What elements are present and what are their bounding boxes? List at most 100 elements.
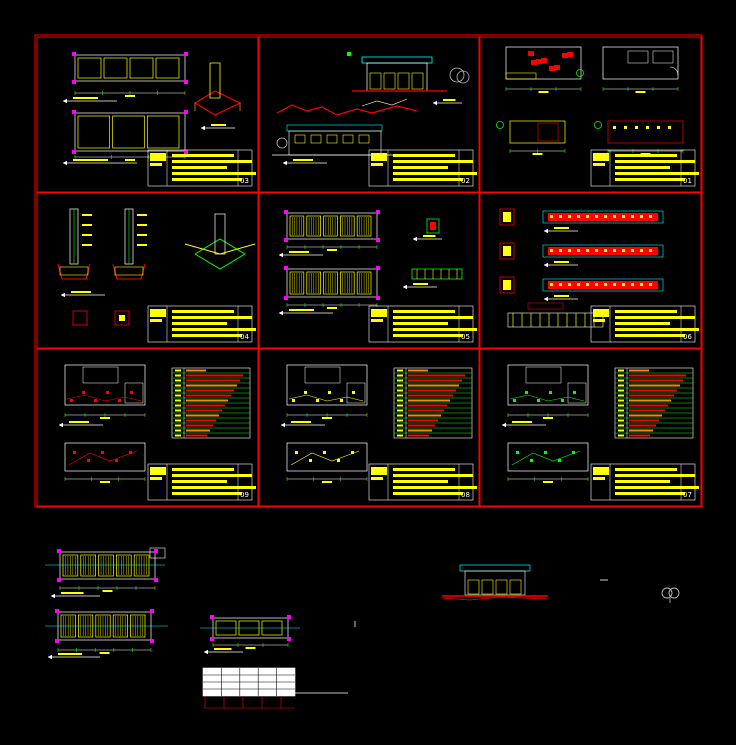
drawing-caption xyxy=(71,291,91,293)
column-mark xyxy=(287,637,291,641)
outlet-symbol xyxy=(624,126,627,129)
scale-arrow xyxy=(203,649,209,655)
legend-entry xyxy=(629,389,677,392)
dimension-text xyxy=(327,307,337,309)
bay-panel xyxy=(289,271,305,295)
scale-arrow xyxy=(543,296,549,302)
terrain-line xyxy=(441,596,549,601)
furniture-symbol xyxy=(541,58,547,63)
column-mark xyxy=(376,210,380,214)
column-mark xyxy=(284,238,288,242)
title-text-bar xyxy=(393,474,473,477)
beam-iso xyxy=(219,243,256,255)
rebar-dot xyxy=(640,249,643,252)
rebar-dot xyxy=(631,249,634,252)
legend-symbol xyxy=(175,419,181,422)
rebar-dot xyxy=(550,249,553,252)
wing-outline xyxy=(149,547,166,559)
column-iso xyxy=(209,62,221,99)
rebar-dot xyxy=(649,283,652,286)
detail-note xyxy=(137,214,147,216)
title-logo xyxy=(371,467,387,475)
mep-fixture xyxy=(572,451,575,454)
section-window xyxy=(310,134,322,144)
title-text-bar xyxy=(593,163,605,166)
title-text-bar xyxy=(615,322,670,325)
column-mark xyxy=(376,238,380,242)
legend-symbol xyxy=(397,409,403,412)
legend-symbol xyxy=(397,429,403,432)
column-mark xyxy=(72,80,76,84)
legend-symbol xyxy=(175,389,181,392)
counter xyxy=(505,72,537,80)
plan-outline xyxy=(505,46,582,80)
sheet-05: 05 xyxy=(258,192,480,349)
sheet-border xyxy=(479,192,702,349)
title-text-bar xyxy=(172,310,234,313)
column-mark xyxy=(55,609,59,613)
rebar-dot xyxy=(604,215,607,218)
column-mark xyxy=(184,80,188,84)
drawing-caption xyxy=(69,421,89,423)
column-mark xyxy=(154,578,158,582)
legend-entry xyxy=(408,419,438,422)
sheet-border xyxy=(36,348,259,507)
title-text-bar xyxy=(172,334,242,337)
title-text-bar xyxy=(393,166,448,169)
mep-fixture xyxy=(525,391,528,394)
title-text-bar xyxy=(172,492,242,495)
node-detail xyxy=(426,218,440,234)
rebar-dot xyxy=(613,215,616,218)
legend-symbol xyxy=(175,404,181,407)
sheet-number: 09 xyxy=(240,491,249,499)
rebar-dot xyxy=(631,215,634,218)
title-text-bar xyxy=(393,328,477,331)
mep-plan-outline xyxy=(507,442,589,472)
mep-fixture xyxy=(130,391,133,394)
bay-panel xyxy=(62,554,79,577)
column-detail xyxy=(114,310,130,326)
column-mark xyxy=(72,110,76,114)
legend-symbol xyxy=(618,404,624,407)
drawing-caption xyxy=(554,227,569,229)
beam-iso xyxy=(184,243,221,255)
rebar-dot xyxy=(559,215,562,218)
section-window xyxy=(326,134,338,144)
roof-eave xyxy=(459,564,531,572)
title-block xyxy=(147,149,253,187)
detail-note xyxy=(137,224,147,226)
column-core xyxy=(119,315,125,321)
rebar-dot xyxy=(640,215,643,218)
beam-elevation xyxy=(542,278,664,292)
legend-entry xyxy=(186,369,206,372)
title-text-bar xyxy=(615,474,695,477)
beam-elevation xyxy=(542,244,664,258)
dimension-text xyxy=(635,91,646,93)
dimension-text xyxy=(99,652,110,654)
loose-drawings-layer xyxy=(45,547,680,709)
plan-outline xyxy=(509,120,566,144)
legend-entry xyxy=(186,414,219,417)
title-block xyxy=(368,149,474,187)
beam-elevation xyxy=(542,210,664,224)
column-mark xyxy=(57,549,61,553)
tree-crown xyxy=(668,587,680,599)
rebar-dot xyxy=(613,249,616,252)
rebar-dot xyxy=(622,249,625,252)
mep-fixture xyxy=(118,399,121,402)
bay-panel xyxy=(289,215,305,237)
outlet-symbol xyxy=(613,126,616,129)
scale-arrow xyxy=(62,98,68,104)
title-block xyxy=(147,305,253,343)
drawing-caption xyxy=(289,309,314,311)
detail-note xyxy=(137,244,147,246)
sheet-02: 02 xyxy=(258,36,480,193)
terrain-line xyxy=(276,104,418,116)
legend-entry xyxy=(629,419,659,422)
bay-panel xyxy=(306,271,321,295)
scale-arrow xyxy=(278,252,284,258)
sheet-border xyxy=(36,36,259,193)
bay-panel xyxy=(98,554,114,577)
legend-entry xyxy=(629,384,680,387)
tree-symbol xyxy=(456,70,470,84)
